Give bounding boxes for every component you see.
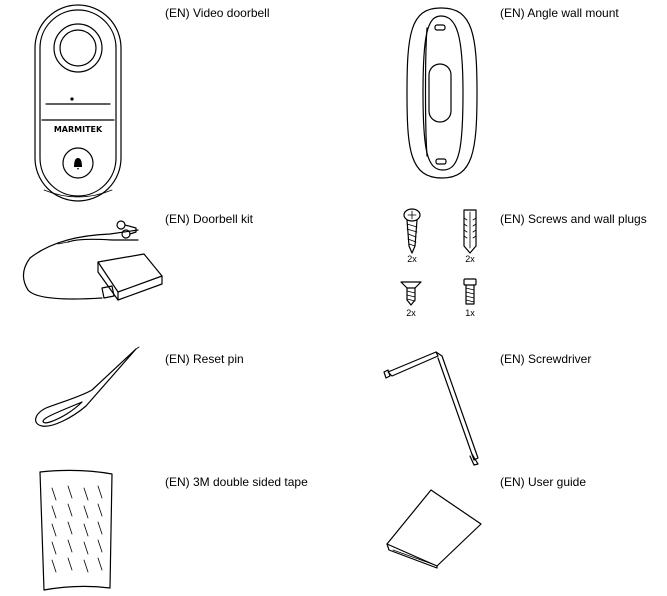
doorbell-brand-text: MARMITEK xyxy=(54,125,103,134)
user-guide-icon xyxy=(386,489,482,569)
screw-short-qty: 2x xyxy=(406,308,416,318)
item-label-reset-pin: (EN) Reset pin xyxy=(165,352,244,366)
item-label-double-sided-tape: (EN) 3M double sided tape xyxy=(165,475,308,489)
screw-long-qty: 2x xyxy=(407,254,417,264)
item-label-video-doorbell: (EN) Video doorbell xyxy=(165,6,270,20)
video-doorbell-icon: MARMITEK xyxy=(34,4,122,202)
screw-small-qty: 1x xyxy=(465,308,475,318)
item-label-screwdriver: (EN) Screwdriver xyxy=(500,352,592,366)
screw-short-icon xyxy=(400,281,422,306)
screw-long-icon xyxy=(403,208,421,254)
item-label-user-guide: (EN) User guide xyxy=(500,475,587,489)
wall-plug-qty: 2x xyxy=(465,254,475,264)
reset-pin-icon xyxy=(35,346,140,427)
screwdriver-icon xyxy=(383,351,479,466)
item-label-angle-wall-mount: (EN) Angle wall mount xyxy=(500,6,619,20)
angle-wall-mount-icon xyxy=(406,7,478,179)
doorbell-kit-icon xyxy=(22,220,163,301)
screw-small-icon xyxy=(463,278,477,305)
wall-plug-icon xyxy=(463,209,477,254)
item-label-doorbell-kit: (EN) Doorbell kit xyxy=(165,212,254,226)
double-sided-tape-icon xyxy=(39,469,113,591)
item-label-screws-and-wall-plugs: (EN) Screws and wall plugs xyxy=(500,212,647,226)
